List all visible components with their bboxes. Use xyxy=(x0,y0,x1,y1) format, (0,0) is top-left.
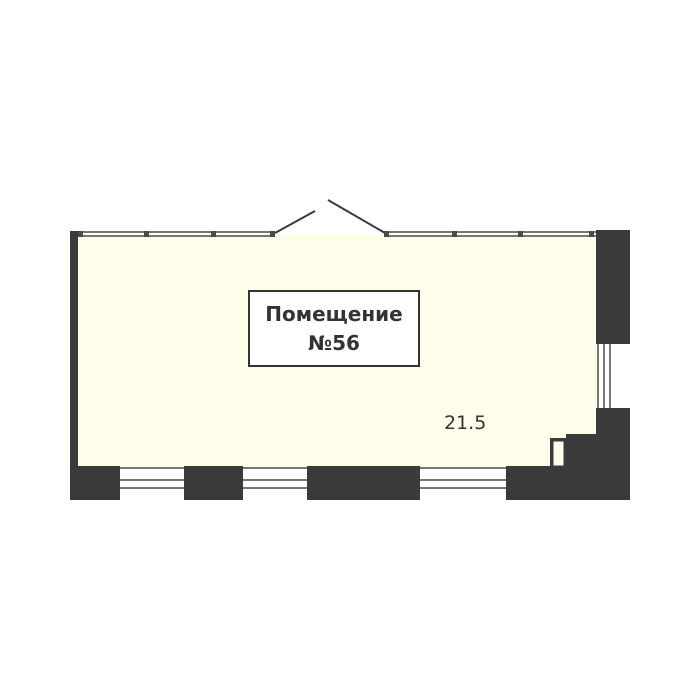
room-title: Помещение xyxy=(265,301,403,326)
room-label: Помещение №56 xyxy=(248,290,420,367)
room-area: 21.5 xyxy=(444,412,487,434)
bottom-window-3 xyxy=(420,467,506,489)
top-window-right xyxy=(384,231,596,237)
right-wall-lower xyxy=(506,408,630,500)
entrance-door xyxy=(274,199,386,234)
top-window-left xyxy=(78,231,275,237)
bottom-wall-block-2 xyxy=(184,466,243,500)
bottom-wall-block-3 xyxy=(307,466,420,500)
bottom-window-1 xyxy=(120,467,184,489)
right-wall-upper xyxy=(596,230,630,344)
bottom-window-2 xyxy=(243,467,307,489)
left-wall xyxy=(70,231,78,499)
room-number: №56 xyxy=(308,330,360,355)
corner-niche xyxy=(552,440,565,467)
right-window xyxy=(597,344,624,408)
bottom-wall-block-1 xyxy=(70,466,120,500)
